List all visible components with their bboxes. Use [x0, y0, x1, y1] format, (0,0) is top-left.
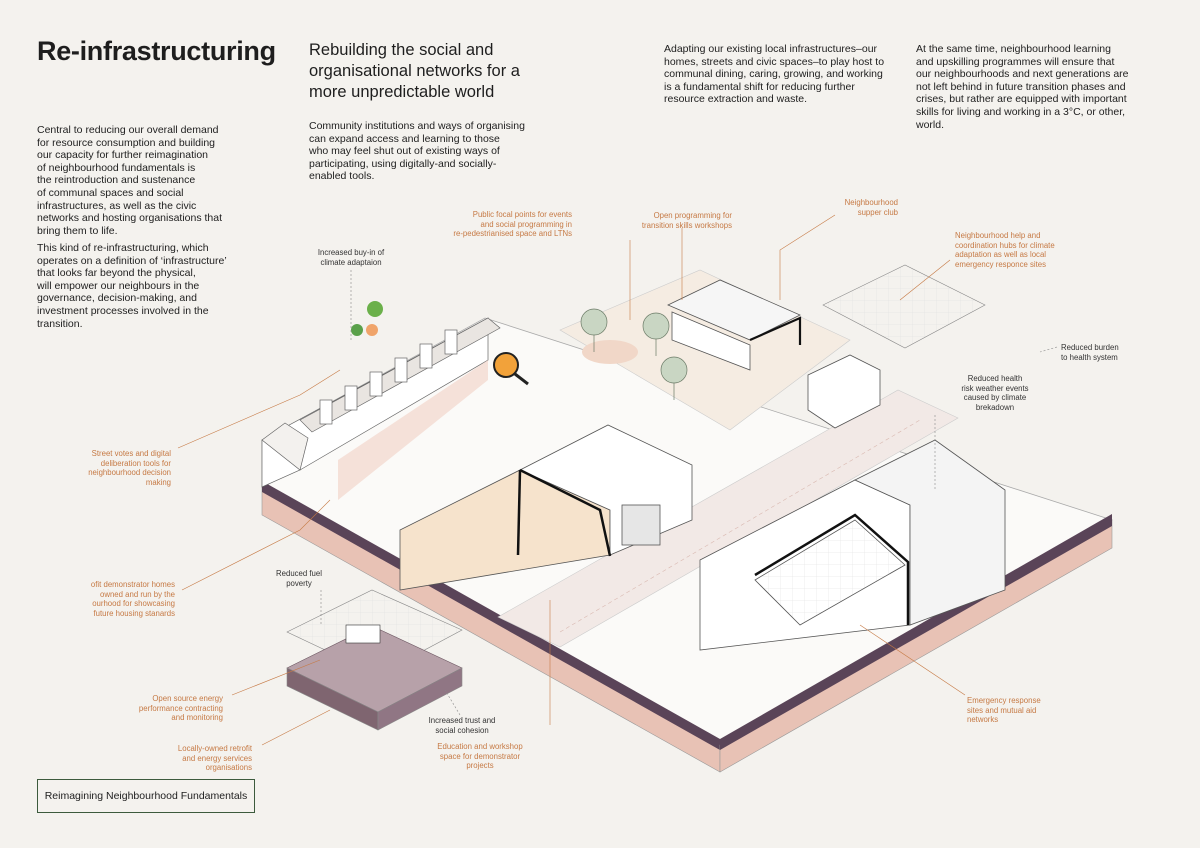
annotation-public-focal-points: Public focal points for events and socia… — [453, 210, 572, 239]
annotation-fuel-poverty: Reduced fuel poverty — [276, 569, 322, 588]
trees — [580, 308, 688, 400]
page-subtitle: Rebuilding the social and organisational… — [309, 41, 520, 101]
annotation-retrofit-homes: ofit demonstrator homes owned and run by… — [90, 580, 175, 618]
energy-grid-module — [286, 589, 463, 731]
annotation-open-source-energy: Open source energy performance contracti… — [138, 694, 223, 723]
intro-paragraph-1: Central to reducing our overall demand f… — [37, 124, 223, 237]
supper-club-pavilion — [667, 279, 881, 429]
workshop-building — [399, 424, 693, 591]
intro-paragraph-2: This kind of re-infrastructuring, which … — [37, 242, 227, 330]
annotation-help-hubs: Neighbourhood help and coordination hubs… — [955, 231, 1055, 269]
annotation-open-programming: Open programming for transition skills w… — [641, 211, 732, 230]
magnifier-icon — [493, 352, 529, 386]
help-hub-grid — [822, 264, 986, 349]
annotation-health-risk: Reduced health risk weather events cause… — [961, 374, 1029, 412]
annotation-climate-buy-in: Increased buy-in of climate adaptaion — [317, 248, 385, 267]
annotation-health-burden: Reduced burden to health system — [1061, 343, 1119, 362]
right-paragraph-1: Adapting our existing local infrastructu… — [664, 43, 885, 106]
right-paragraph-2: At the same time, neighbourhood learning… — [916, 43, 1129, 131]
page-title: Re-infrastructuring — [37, 36, 276, 66]
middle-paragraph: Community institutions and ways of organ… — [309, 120, 525, 183]
terraced-houses — [261, 317, 501, 500]
annotation-supper-club: Neighbourhood supper club — [844, 198, 898, 217]
footer-label: Reimagining Neighbourhood Fundamentals — [37, 779, 255, 813]
emergency-hall — [699, 439, 1006, 651]
annotation-emergency-sites: Emergency response sites and mutual aid … — [967, 696, 1041, 725]
annotation-education-space: Education and workshop space for demonst… — [437, 742, 523, 771]
annotation-street-votes: Street votes and digital deliberation to… — [88, 449, 171, 487]
annotation-social-cohesion: Increased trust and social cohesion — [428, 716, 496, 735]
leader-lines — [177, 214, 966, 746]
recycle-icon — [351, 301, 383, 336]
street — [497, 389, 959, 648]
annotation-locally-owned: Locally-owned retrofit and energy servic… — [177, 744, 252, 773]
